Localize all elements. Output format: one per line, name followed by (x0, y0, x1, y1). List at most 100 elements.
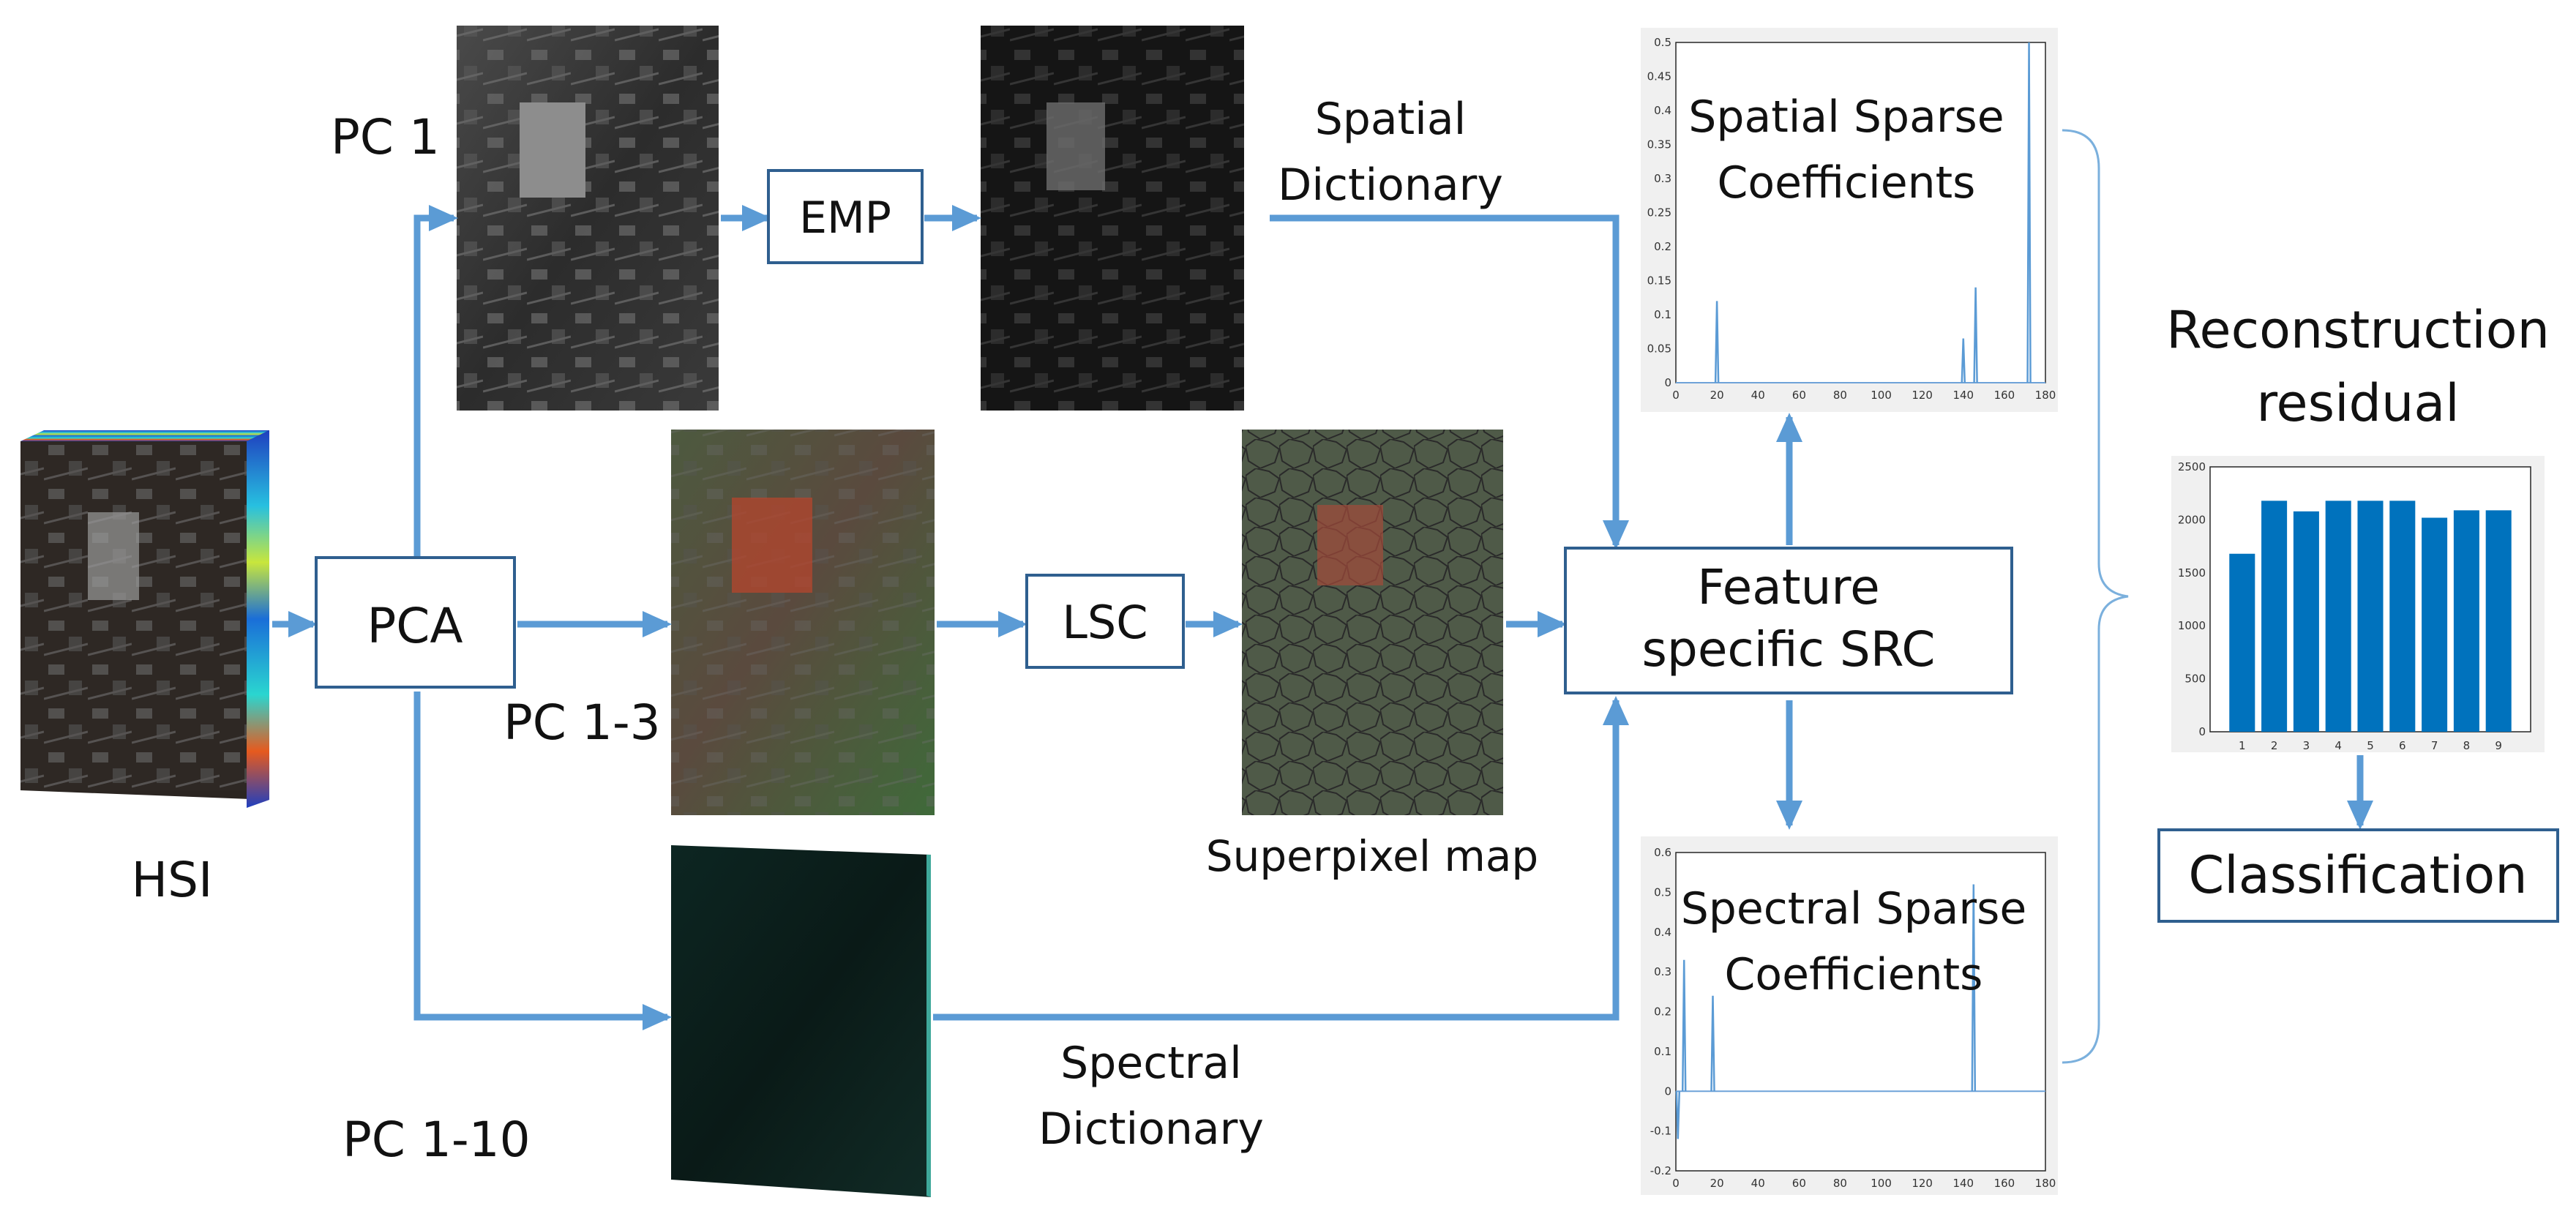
pc110-image (671, 845, 931, 1197)
spatial-coeff-plot-area (1675, 42, 2046, 383)
spectral-coeff-ytick: 0 (1664, 1084, 1671, 1098)
spatial-coeff-ytick: 0.15 (1647, 274, 1671, 288)
spatial-coeff-ytick: 0.25 (1647, 206, 1671, 220)
emp-label: EMP (799, 192, 891, 244)
spatial-dictionary-line-1: Spatial (1315, 94, 1467, 145)
residual-xtick: 7 (2431, 739, 2438, 752)
spectral-coeff-xtick: 0 (1672, 1177, 1680, 1190)
spatial-coeff-spike (2026, 42, 2032, 383)
residual-bar (2453, 510, 2479, 732)
flow-arrows (272, 205, 2373, 1030)
spatial-sparse-coeff-line-1: Spatial Sparse (1688, 91, 2004, 143)
lsc-label: LSC (1062, 596, 1147, 649)
spectral-coeff-xtick: 140 (1952, 1177, 1974, 1190)
spectral-sparse-coeff-line-2: Coefficients (1725, 949, 1983, 1000)
residual-xtick: 4 (2334, 739, 2342, 752)
residual-bar (2325, 501, 2351, 732)
spectral-coeff-ytick: 0.1 (1654, 1045, 1671, 1058)
residual-bar (2261, 501, 2288, 732)
spectral-coeff-xtick: 180 (2035, 1177, 2056, 1190)
spectral-coeff-spike (1710, 995, 1715, 1092)
spatial-coeff-ytick: 0.45 (1647, 70, 1671, 83)
spectral-coeff-plot-area (1675, 852, 2046, 1172)
residual-ytick: 2000 (2178, 513, 2206, 526)
spatial-coeff-ytick: 0.4 (1654, 104, 1671, 117)
spectral-coeff-ytick: 0.6 (1654, 846, 1671, 859)
spectral-coeff-xtick: 20 (1710, 1177, 1724, 1190)
spectral-dictionary-line-1: Spectral (1060, 1038, 1242, 1089)
residual-ytick: 1000 (2178, 619, 2206, 632)
spectral-coeff-spike (1681, 959, 1687, 1092)
spatial-dictionary-line-2: Dictionary (1278, 160, 1503, 211)
residual-bar (2389, 501, 2416, 732)
pc1-label: PC 1 (331, 109, 440, 165)
spatial-coeff-ytick: 0.1 (1654, 308, 1671, 321)
spatial-sparse-coeff-line-2: Coefficients (1718, 157, 1976, 209)
feature-src-box: Feature specific SRC (1564, 547, 2013, 694)
reconstruction-residual-chart: 0 500 1000 1500 2000 2500 1 2 3 4 5 6 7 8 9 (2171, 456, 2545, 752)
residual-xtick: 8 (2463, 739, 2471, 752)
spatial-coeff-spike (1973, 287, 1978, 383)
spectral-coeff-ytick: -0.2 (1650, 1164, 1671, 1177)
superpixel-image (1242, 430, 1503, 815)
spatial-coeff-xtick: 180 (2035, 389, 2056, 402)
emp-image (981, 26, 1244, 411)
hsi-cube-image (20, 430, 269, 808)
spatial-coeff-xtick: 80 (1833, 389, 1847, 402)
classification-label: Classification (2188, 845, 2527, 905)
spatial-coeff-xtick: 20 (1710, 389, 1724, 402)
pca-box: PCA (315, 556, 516, 689)
residual-ytick: 500 (2184, 672, 2206, 686)
pc13-label: PC 1-3 (503, 694, 661, 751)
spatial-coeff-xtick: 60 (1792, 389, 1806, 402)
spectral-coeff-xtick: 60 (1792, 1177, 1806, 1190)
residual-bar (2422, 517, 2448, 732)
spectral-coeff-ytick: 0.5 (1654, 885, 1671, 899)
residual-xtick: 1 (2239, 739, 2246, 752)
classification-box: Classification (2157, 828, 2559, 923)
residual-xtick: 6 (2399, 739, 2406, 752)
residual-bar (2485, 510, 2512, 732)
spatial-coeff-ytick: 0.2 (1654, 240, 1671, 253)
spectral-coeff-ytick: 0.4 (1654, 926, 1671, 939)
hsi-label: HSI (132, 852, 213, 908)
spectral-coeff-spike (1971, 884, 1977, 1092)
spectral-coeff-ytick: 0.3 (1654, 965, 1671, 978)
pc13-image (671, 430, 935, 815)
spatial-coeff-xtick: 120 (1912, 389, 1933, 402)
spatial-coeff-ytick: 0.5 (1654, 36, 1671, 49)
residual-xtick: 9 (2495, 739, 2502, 752)
residual-bar (2293, 511, 2319, 732)
bracket-connector (2062, 129, 2129, 1064)
reconstruction-residual-line-1: Reconstruction (2166, 300, 2550, 360)
residual-bar (2357, 501, 2384, 732)
spatial-coeff-ytick: 0 (1664, 376, 1671, 389)
spatial-coeff-spike (1714, 301, 1720, 383)
residual-ytick: 2500 (2178, 460, 2206, 473)
residual-xtick: 2 (2271, 739, 2278, 752)
spectral-coeff-spike (1675, 1091, 1681, 1139)
spatial-coeff-ytick: 0.05 (1647, 342, 1671, 356)
residual-ytick: 0 (2198, 725, 2206, 738)
spatial-coeff-spike (1961, 338, 1966, 383)
pc1-image (457, 26, 719, 411)
spectral-coeff-xtick: 120 (1912, 1177, 1933, 1190)
residual-bar (2229, 553, 2255, 732)
spatial-coeff-ytick: 0.3 (1654, 172, 1671, 185)
residual-ytick: 1500 (2178, 566, 2206, 580)
spatial-coeff-xtick: 40 (1751, 389, 1765, 402)
spatial-coeff-xtick: 160 (1994, 389, 2015, 402)
residual-xtick: 5 (2367, 739, 2374, 752)
spatial-coeff-xtick: 140 (1952, 389, 1974, 402)
residual-xtick: 3 (2303, 739, 2310, 752)
emp-box: EMP (767, 169, 924, 264)
spectral-dictionary-line-2: Dictionary (1038, 1104, 1264, 1155)
spatial-coeff-ytick: 0.35 (1647, 138, 1671, 151)
spatial-coeff-xtick: 100 (1871, 389, 1892, 402)
spectral-coeff-ytick: -0.1 (1650, 1125, 1671, 1138)
pca-label: PCA (367, 598, 463, 654)
lsc-box: LSC (1025, 574, 1185, 669)
